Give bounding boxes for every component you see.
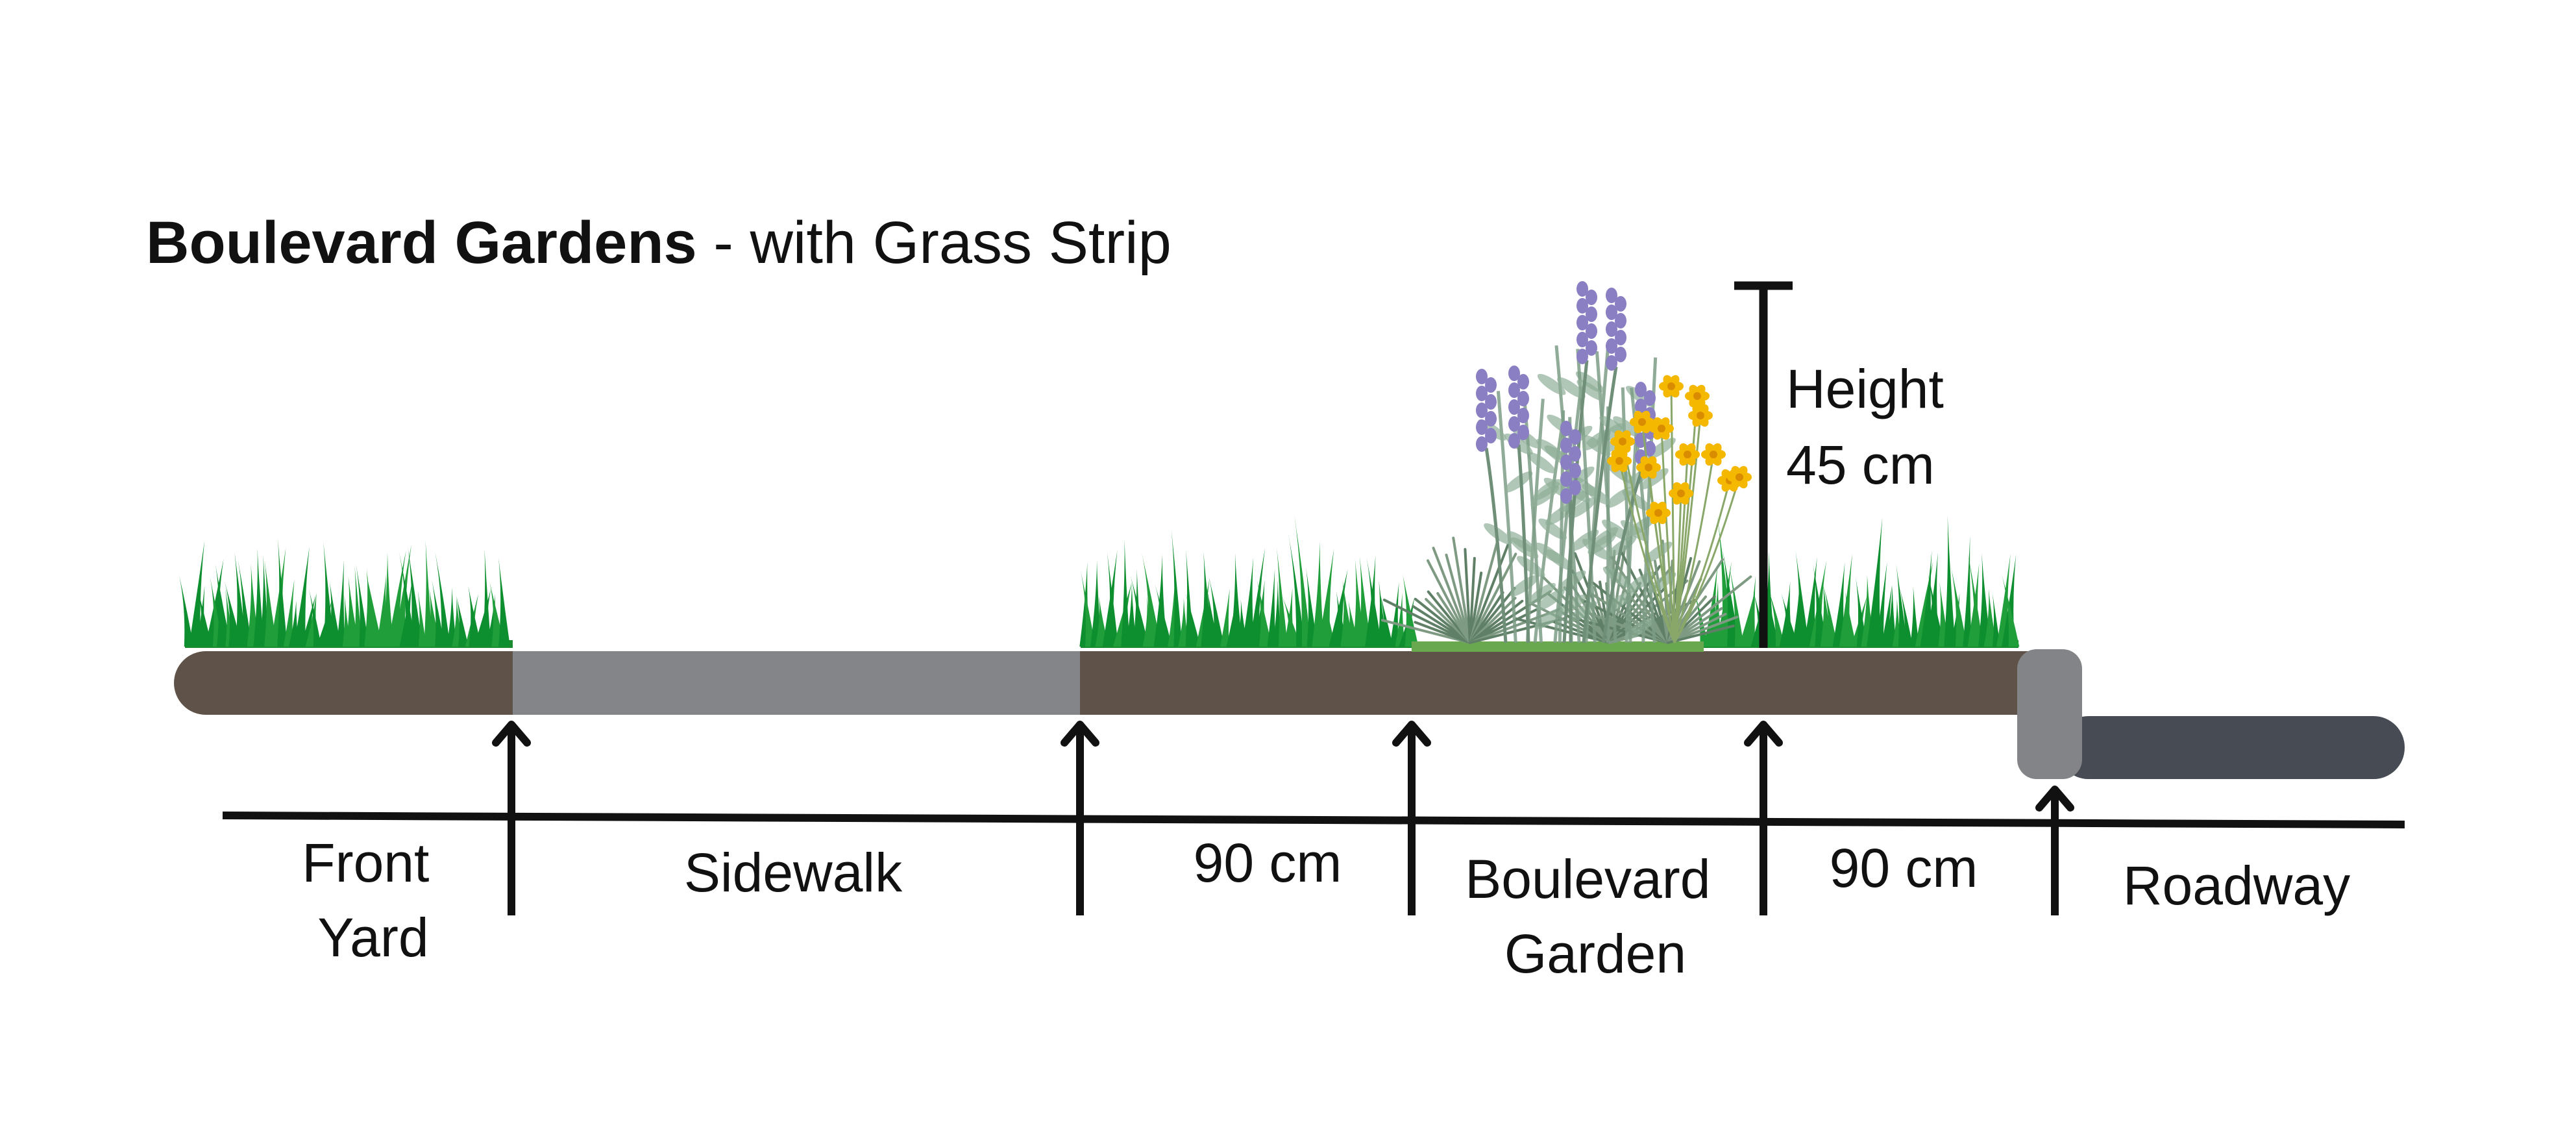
boulevard-garden-plants [1380, 281, 1752, 652]
garden-bed-base [1412, 641, 1704, 652]
roadway-label: Roadway [2123, 855, 2350, 916]
soil-left-square [260, 651, 513, 715]
boulevard-grass-left [1079, 514, 1419, 648]
front-yard-grass [178, 538, 513, 648]
up-arrow-icon [1392, 721, 1431, 915]
road-surface [2057, 716, 2405, 779]
up-arrow-icon [1744, 721, 1783, 915]
title-bold: Boulevard Gardens [146, 210, 697, 276]
up-arrow-icon [492, 721, 531, 915]
grass-left-width-label: 90 cm [1194, 832, 1342, 893]
grass-icon [1693, 514, 2020, 648]
grass-right-width-label: 90 cm [1830, 837, 1978, 899]
front-yard-label: Front Yard [302, 832, 444, 968]
boulevard-grass-right [1693, 514, 2020, 648]
sidewalk-label: Sidewalk [684, 842, 903, 903]
yellow-flower-icon [1607, 375, 1752, 643]
grass-icon [1079, 514, 1419, 648]
boundary-arrows [492, 721, 2074, 915]
baseline [222, 812, 2405, 828]
curb [2017, 649, 2082, 779]
lavender-icon [1476, 281, 1656, 643]
boulevard-garden-label: Boulevard Garden [1465, 849, 1726, 984]
height-marker-icon [1734, 281, 1793, 648]
up-arrow-icon [2035, 786, 2074, 915]
boulevard-soil [1080, 651, 2033, 715]
up-arrow-icon [1061, 721, 1099, 915]
height-label-line1: Height [1786, 358, 1944, 419]
grass-icon [178, 538, 513, 648]
ground-profile [174, 649, 2405, 779]
sidewalk-slab [513, 651, 1080, 715]
title-rest: - with Grass Strip [697, 210, 1171, 276]
height-label-line2: 45 cm [1786, 434, 1935, 495]
diagram-title: Boulevard Gardens - with Grass Strip [146, 210, 1171, 276]
